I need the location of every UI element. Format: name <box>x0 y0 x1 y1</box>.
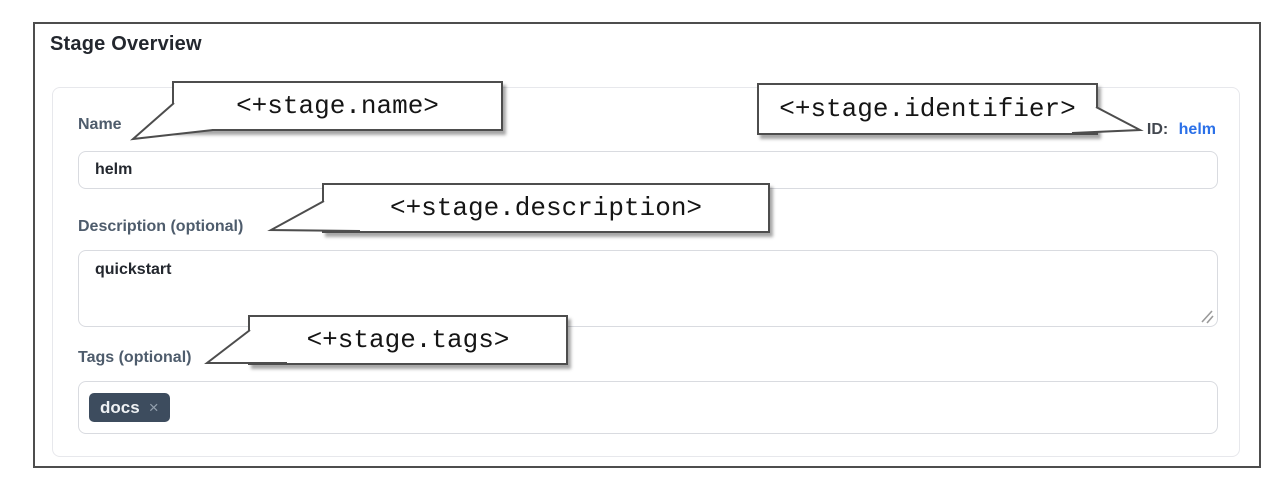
description-label: Description (optional) <box>78 218 244 235</box>
id-prefix-label: ID: <box>1146 121 1169 138</box>
stage-id-row: ID: helm <box>1147 121 1216 139</box>
description-textarea[interactable] <box>78 250 1218 327</box>
tag-chip-docs[interactable]: docs × <box>89 393 170 422</box>
id-value-link[interactable]: helm <box>1178 121 1216 138</box>
callout-stage-name: <+stage.name> <box>172 81 503 131</box>
tag-chip-label: docs <box>100 397 140 417</box>
tag-remove-icon[interactable]: × <box>148 398 159 417</box>
textarea-resize-handle[interactable] <box>1196 308 1216 326</box>
name-input[interactable] <box>78 151 1218 189</box>
callout-stage-identifier: <+stage.identifier> <box>757 83 1098 135</box>
page-title: Stage Overview <box>50 33 202 55</box>
name-label: Name <box>78 116 122 133</box>
tags-label: Tags (optional) <box>78 349 192 366</box>
tags-input[interactable]: docs × <box>78 381 1218 434</box>
callout-stage-tags: <+stage.tags> <box>248 315 568 365</box>
callout-stage-description: <+stage.description> <box>322 183 770 233</box>
